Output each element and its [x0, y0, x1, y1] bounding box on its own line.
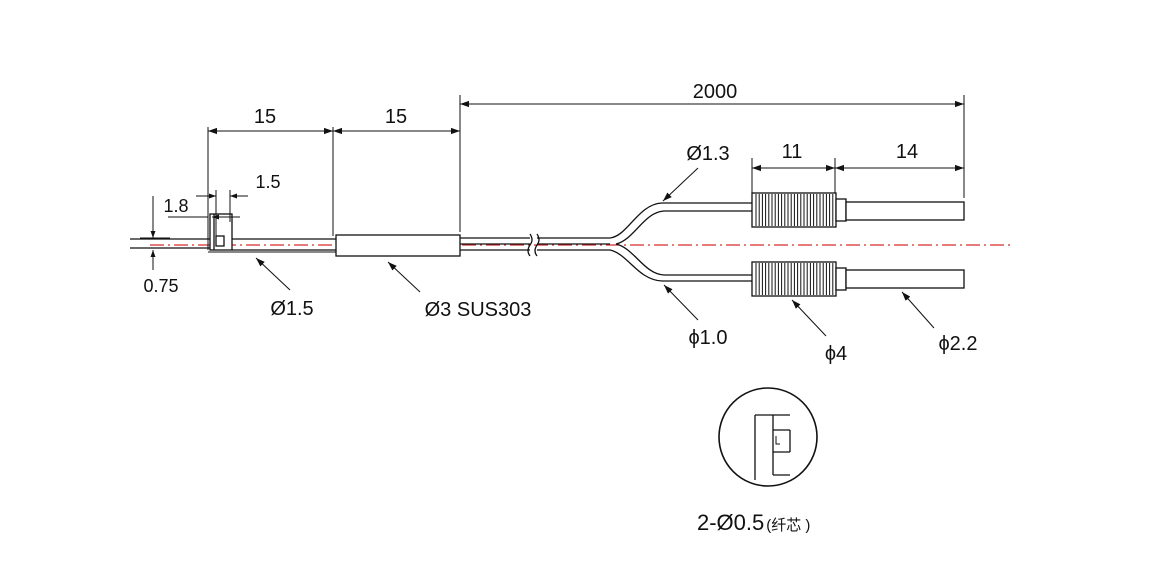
- label-connector-tip: ϕ2.2: [901, 291, 978, 355]
- dim-knurl-length-text: 11: [782, 141, 803, 163]
- label-fiber-lower: ϕ1.0: [663, 284, 728, 349]
- dim-slot-width-text: 1.5: [255, 172, 280, 192]
- label-head-diameter: Ø1.5: [255, 257, 314, 320]
- fiber-cable: [460, 202, 752, 282]
- dim-slot: 1.5 1.8 0.75: [140, 172, 281, 296]
- sus-sleeve: [335, 234, 461, 257]
- svg-text:Ø3 SUS303: Ø3 SUS303: [425, 299, 532, 321]
- dim-total-length-text: 2000: [693, 81, 738, 103]
- svg-text:ϕ1.0: ϕ1.0: [688, 327, 727, 349]
- dim-tip-length-text: 14: [896, 141, 918, 163]
- dim-connector: 11 14: [751, 141, 964, 193]
- svg-text:ϕ4: ϕ4: [825, 343, 847, 365]
- svg-text:ϕ2.2: ϕ2.2: [938, 333, 977, 355]
- detail-view: 2-Ø0.5(纤芯 ): [697, 387, 818, 535]
- svg-text:Ø1.3: Ø1.3: [686, 143, 729, 165]
- dim-total-length: 2000: [459, 81, 965, 232]
- probe-head: [130, 213, 336, 253]
- svg-text:Ø1.5: Ø1.5: [270, 298, 313, 320]
- label-connector-knurl: ϕ4: [791, 299, 847, 365]
- dim-sleeve-length-text: 15: [385, 106, 407, 128]
- label-sleeve: Ø3 SUS303: [387, 261, 532, 321]
- connector-lower: [751, 261, 965, 297]
- connector-upper: [751, 192, 965, 228]
- detail-label: 2-Ø0.5(纤芯 ): [697, 510, 810, 535]
- dim-head-sleeve: 15 15: [207, 106, 460, 250]
- dim-offset-text: 0.75: [143, 276, 178, 296]
- dim-head-length-text: 15: [254, 106, 276, 128]
- dim-slot-depth-text: 1.8: [163, 196, 188, 216]
- label-fiber-upper: Ø1.3: [662, 143, 730, 202]
